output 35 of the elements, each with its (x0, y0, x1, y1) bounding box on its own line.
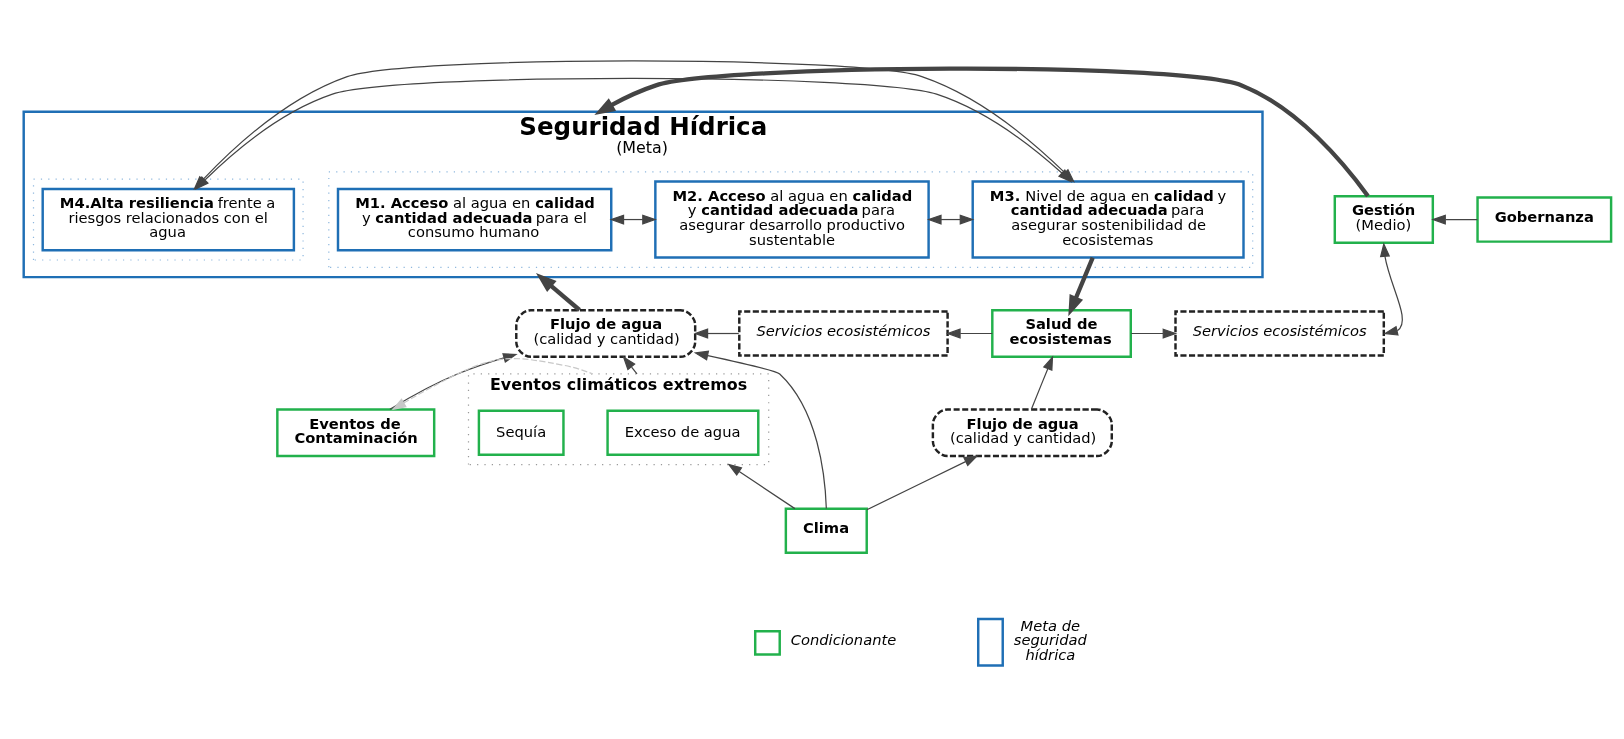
arrow (865, 454, 979, 510)
node-box: Sequía (477, 408, 565, 456)
node-box: Exceso de agua (605, 408, 759, 456)
arrow (535, 272, 581, 312)
arrow (1379, 241, 1403, 336)
arrow (1430, 213, 1478, 225)
node-box: Eventos de Contaminación (275, 407, 435, 457)
arrow (621, 355, 638, 375)
arrow (726, 463, 795, 509)
node-box: M3. Nivel de agua en calidad y cantidad adecuada para asegurar sostenibilidad de ecosistemas (971, 179, 1245, 259)
arrow (388, 352, 518, 410)
arrow (608, 213, 657, 225)
node-box: Gobernanza (1475, 195, 1612, 243)
node-box: M1. Acceso al agua en calidad y cantidad adecuada para el consumo humano (336, 187, 612, 251)
node-box: Clima (784, 507, 868, 554)
node-box: Flujo de agua (calidad y cantidad) (514, 308, 696, 358)
arrow (391, 357, 593, 410)
arrow (593, 66, 1370, 197)
node-box: Servicios ecosistémicos (737, 309, 949, 357)
arrow (1030, 354, 1053, 410)
arrow (692, 327, 739, 339)
arrow (1067, 256, 1095, 316)
node-box: Salud de ecosistemas (990, 308, 1132, 358)
arrow (693, 350, 827, 509)
node-box: Servicios ecosistémicos (1173, 309, 1385, 357)
node-box: Gestión (Medio) (1333, 194, 1434, 244)
node-box: M4.Alta resiliencia frente a riesgos relacionados con el agua (40, 187, 295, 251)
arrow (945, 327, 993, 339)
legend-label: Meta de seguridad hídrica (1013, 616, 1087, 663)
node-box: Flujo de agua (calidad y cantidad) (931, 407, 1113, 457)
node-box: M2. Acceso al agua en calidad y cantidad adecuada para asegurar desarrollo productivo sustentable (653, 179, 930, 259)
legend-label: Condicionante (790, 630, 896, 648)
arrow (926, 213, 974, 225)
cluster (32, 178, 304, 261)
arrow (1130, 327, 1177, 339)
